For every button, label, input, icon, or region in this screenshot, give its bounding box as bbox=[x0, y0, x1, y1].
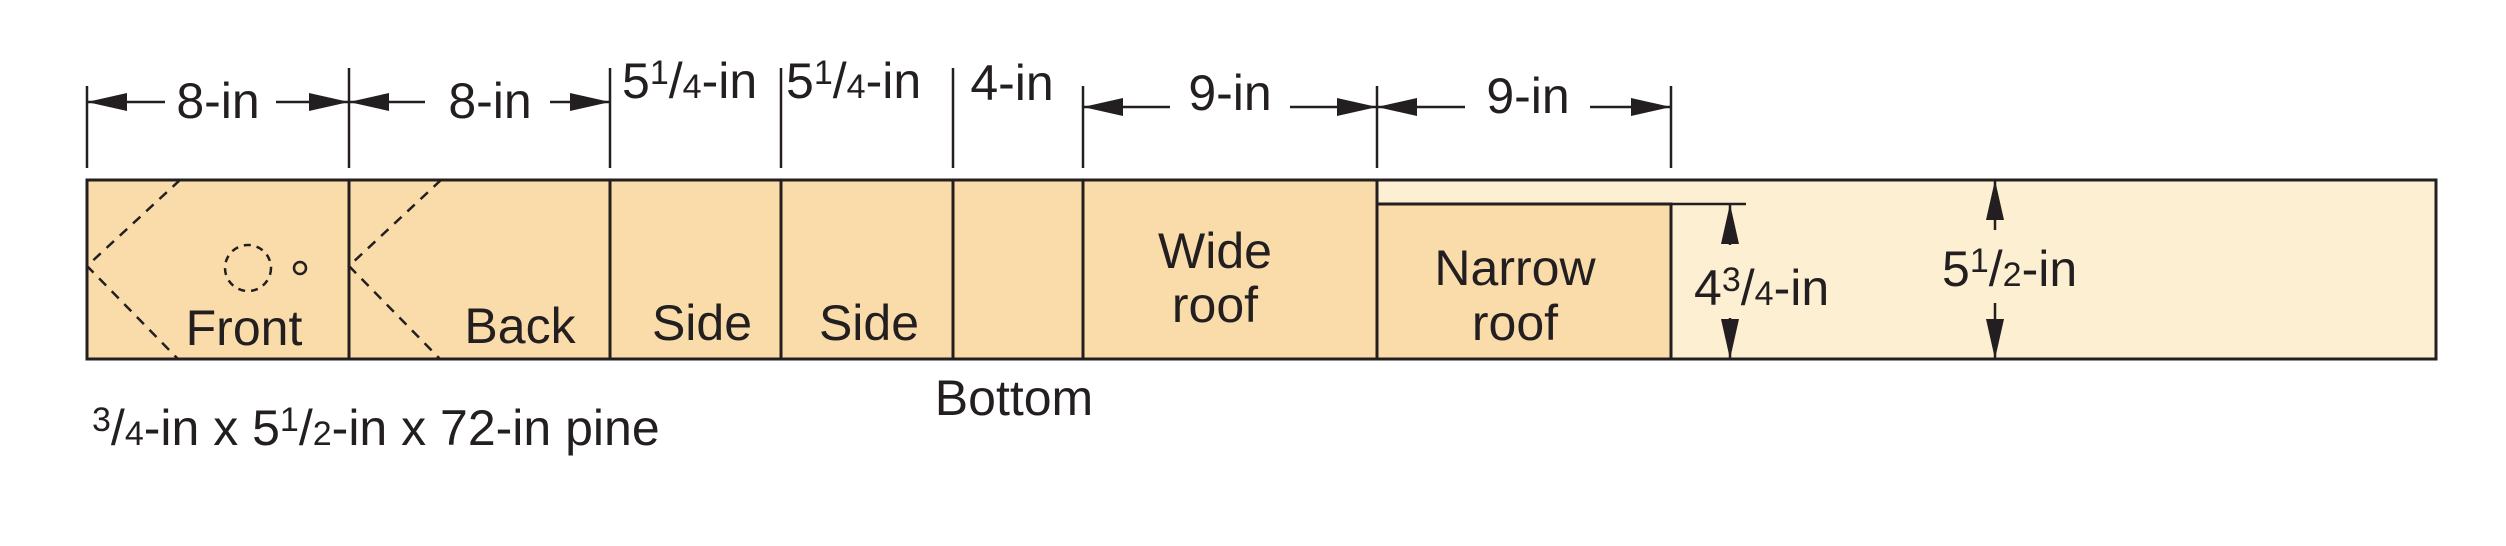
side2-width-label: 51/4-in bbox=[786, 53, 921, 109]
piece-side-2 bbox=[779, 178, 955, 361]
dashed-cut-lines bbox=[85, 179, 442, 360]
piece-narrow-roof bbox=[1375, 202, 1673, 361]
dimension-arrows bbox=[87, 93, 1671, 116]
front-label: Front bbox=[186, 300, 303, 356]
piece-wide-roof bbox=[1081, 178, 1379, 361]
side1-label: Side bbox=[652, 295, 752, 351]
back-width-label: 8-in bbox=[448, 73, 531, 129]
wide-roof-label-line1: Wide bbox=[1158, 223, 1272, 279]
entrance-hole-icon bbox=[223, 243, 308, 293]
pieces bbox=[85, 178, 1673, 361]
narrow-roof-label-line1: Narrow bbox=[1434, 240, 1596, 296]
board-caption: 3/4-in x 51/2-in x 72-in pine bbox=[92, 400, 660, 456]
board-height-label: 51/2-in bbox=[1942, 241, 2077, 297]
piece-back bbox=[347, 178, 612, 361]
narrow-roof-width-label: 9-in bbox=[1486, 68, 1569, 124]
wide-roof-width-label: 9-in bbox=[1188, 65, 1271, 121]
narrow-roof-label-line2: roof bbox=[1472, 295, 1558, 351]
wide-roof-label-line2: roof bbox=[1172, 277, 1258, 333]
bottom-label: Bottom bbox=[935, 370, 1093, 426]
piece-bottom bbox=[951, 178, 1085, 361]
front-width-label: 8-in bbox=[176, 73, 259, 129]
side2-label: Side bbox=[819, 295, 919, 351]
back-label: Back bbox=[464, 298, 576, 354]
bottom-width-label: 4-in bbox=[970, 55, 1053, 111]
narrow-roof-height-label: 43/4-in bbox=[1694, 260, 1829, 316]
vertical-dimension-arrows bbox=[1721, 180, 2004, 359]
side1-width-label: 51/4-in bbox=[622, 53, 757, 109]
